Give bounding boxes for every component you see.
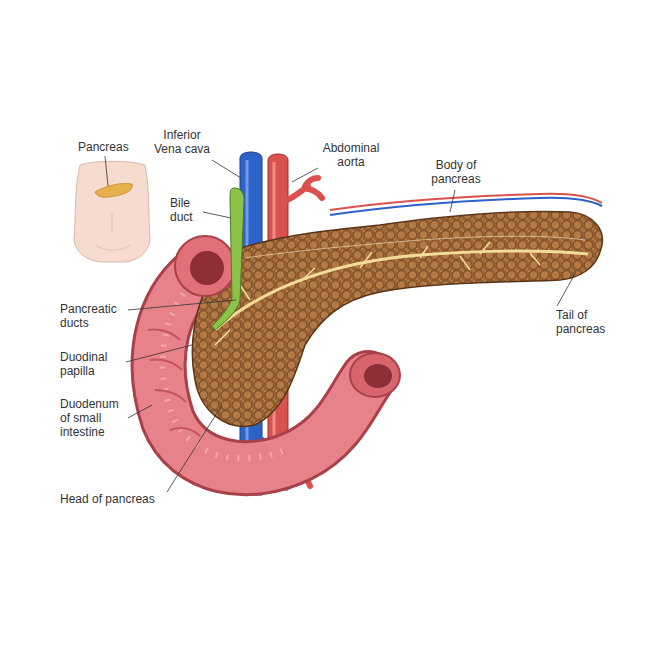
part-label: Inferior Vena cava xyxy=(150,128,214,156)
part-label: Duodinal papilla xyxy=(60,350,122,378)
part-label: Abdominal aorta xyxy=(318,141,384,169)
leader-lines xyxy=(105,156,576,492)
part-label: Head of pancreas xyxy=(60,492,170,506)
part-label: Bile duct xyxy=(170,196,202,224)
part-label: Tail of pancreas xyxy=(556,308,614,336)
part-label: Body of pancreas xyxy=(425,158,487,186)
bile-duct xyxy=(212,188,244,330)
part-label: Pancreas xyxy=(78,140,148,154)
part-label: Pancreatic ducts xyxy=(60,302,126,330)
torso-inset xyxy=(74,161,150,262)
pancreas xyxy=(192,212,602,427)
duodenum-opening xyxy=(175,236,235,296)
part-label: Duodenum of small intestine xyxy=(60,397,124,439)
